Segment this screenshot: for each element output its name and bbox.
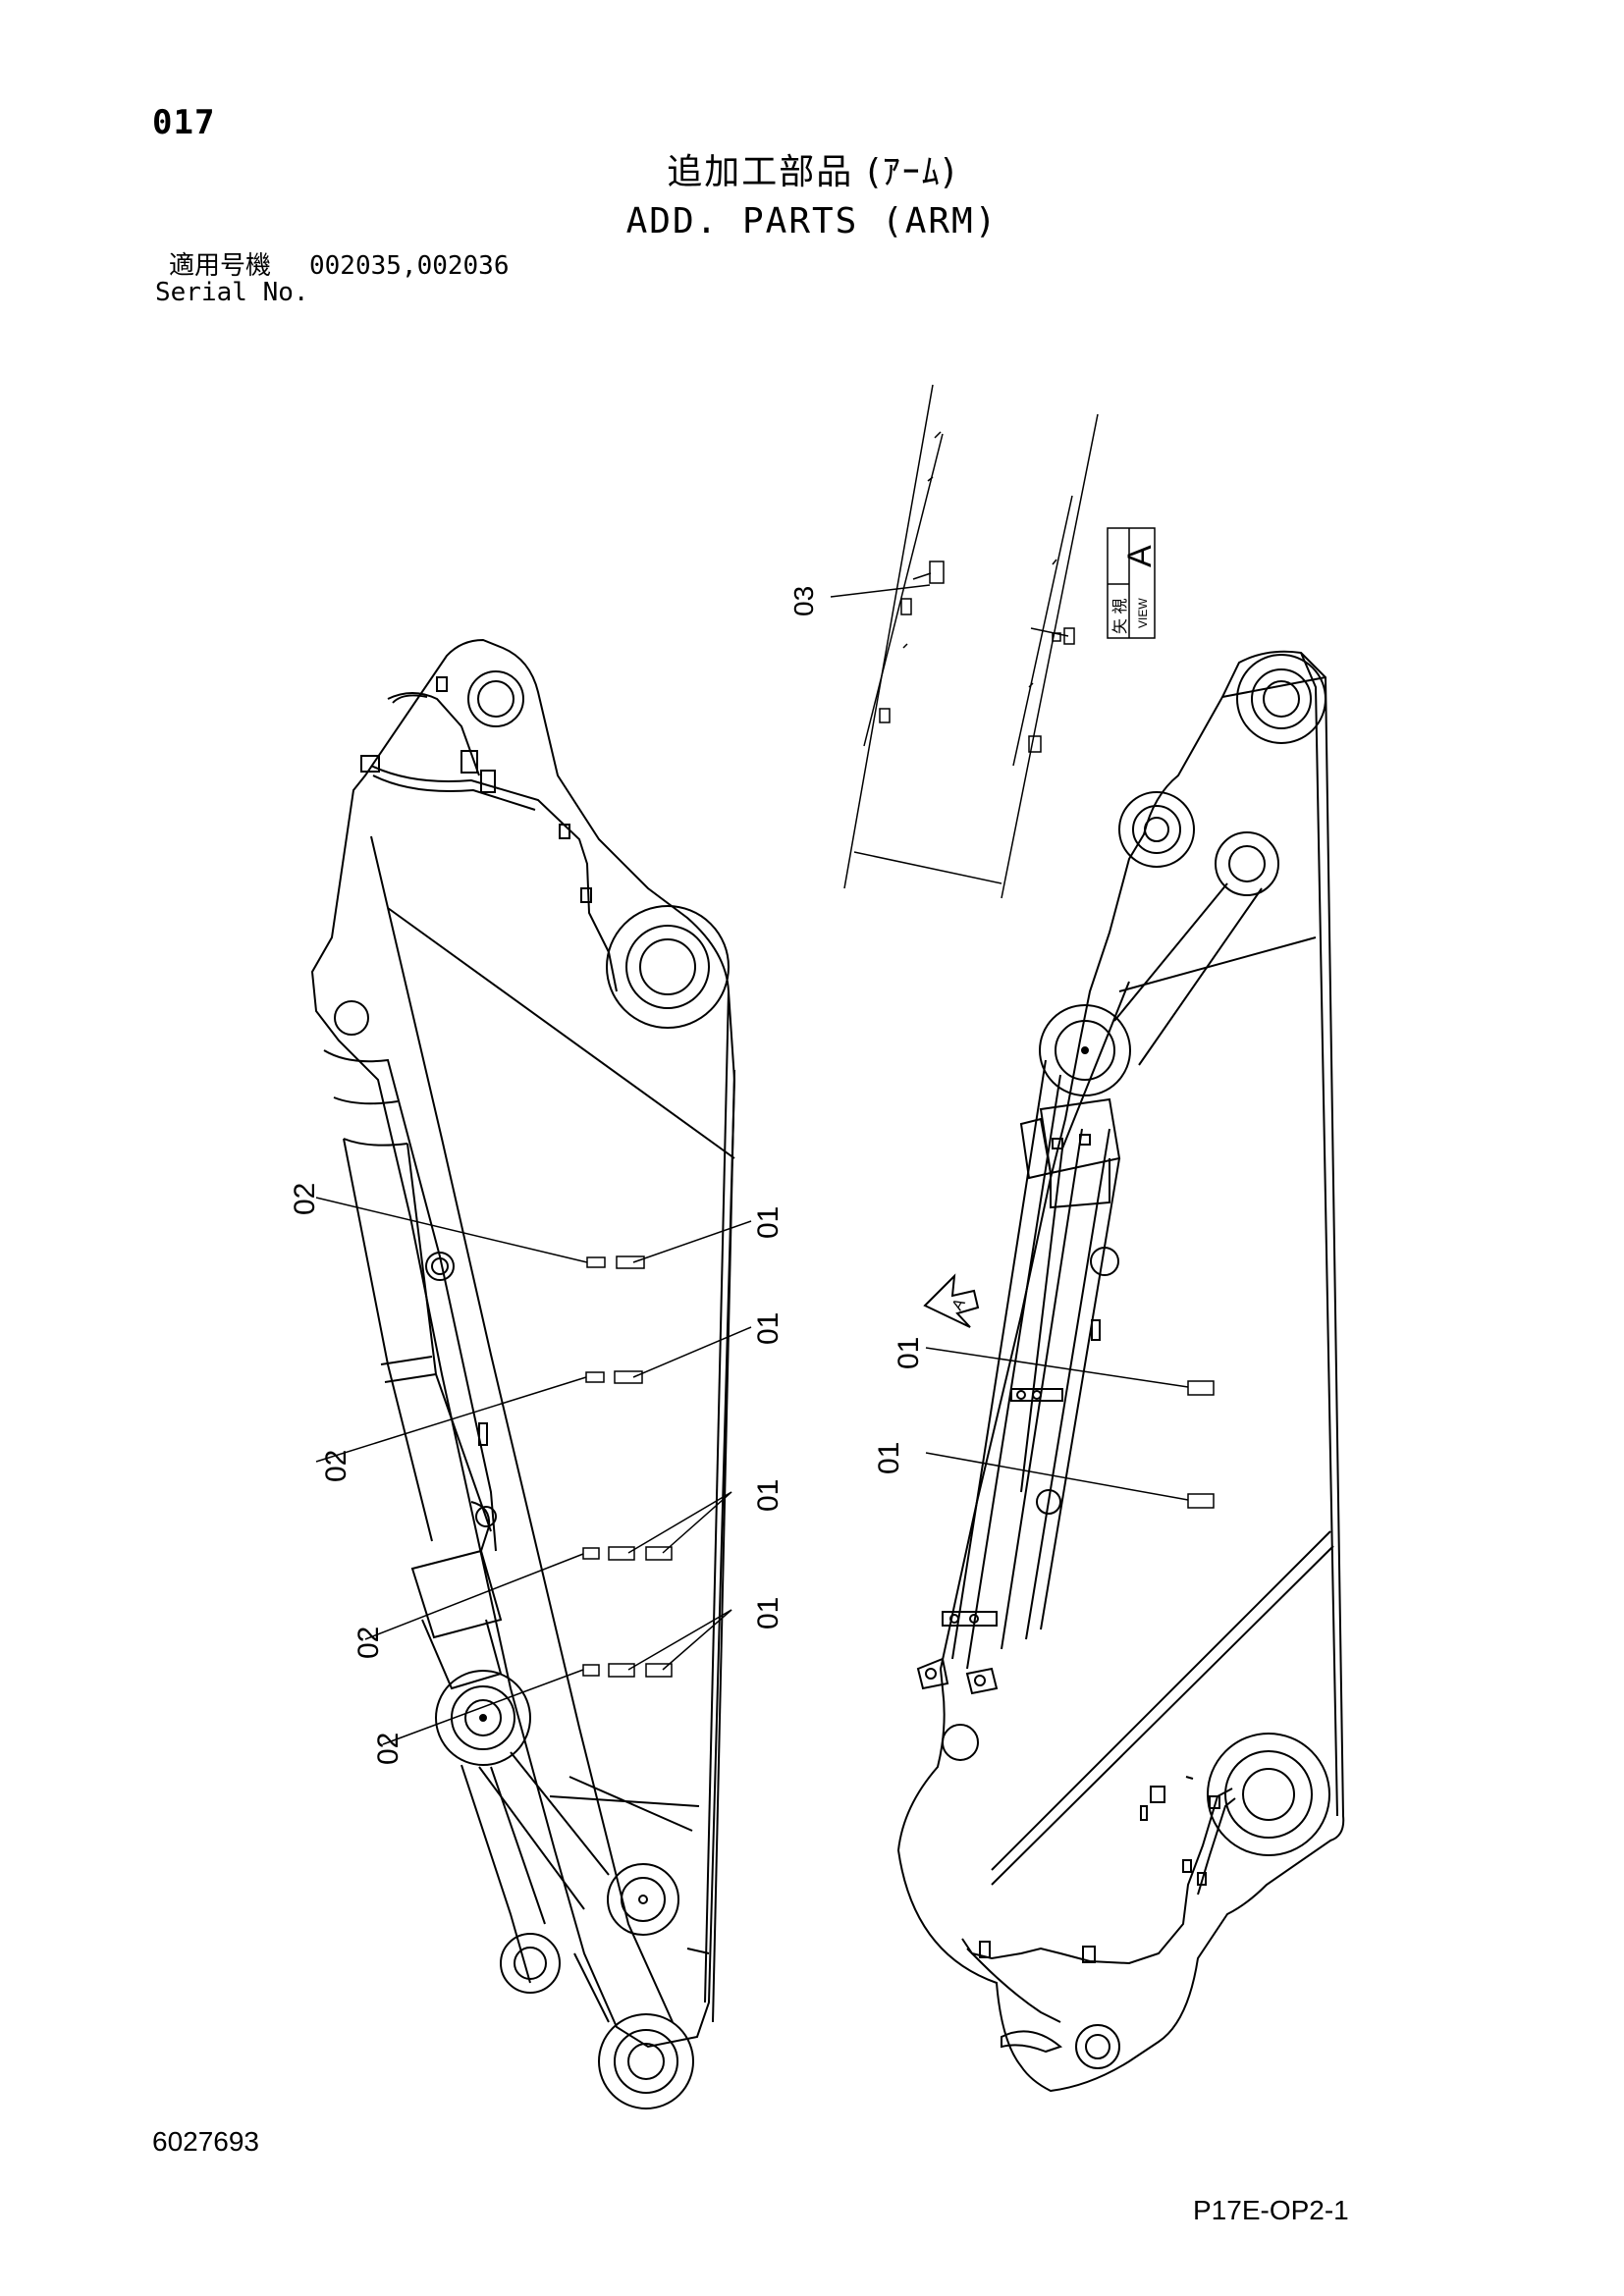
callout-02-b: 02: [320, 1450, 352, 1482]
left-arm-leader-lines: [315, 1197, 752, 1745]
view-a-detail: [830, 384, 1156, 899]
left-arm-callouts: 02 01 02 01 02 01 02 01: [289, 1183, 785, 1765]
right-arm-outline: [896, 650, 1345, 2093]
page-number: 017: [152, 103, 216, 142]
callout-01-f: 01: [873, 1442, 905, 1474]
callout-02-c: 02: [352, 1627, 385, 1659]
serial-label-japanese: 適用号機: [169, 251, 272, 281]
callout-01-b: 01: [752, 1312, 785, 1345]
page-title-english: ADD. PARTS (ARM): [625, 201, 999, 241]
right-arm-leader-lines: [925, 1347, 1189, 1501]
view-a-en: VIEW: [1136, 598, 1150, 628]
page-title-japanese: 追加工部品 (ｱｰﾑ): [667, 152, 957, 192]
right-arm-parts: [1187, 1380, 1215, 1509]
callout-02-d: 02: [372, 1733, 405, 1765]
document-number: 6027693: [152, 2126, 260, 2157]
view-a-labels: 03 A 矢 視 VIEW: [788, 545, 1159, 634]
callout-02-a: 02: [289, 1183, 321, 1215]
callout-01-a: 01: [752, 1206, 785, 1239]
left-arm-parts: [582, 1255, 673, 1678]
callout-03: 03: [788, 586, 819, 616]
view-a-letter: A: [1121, 545, 1159, 567]
right-arm-labels: 01 01 A: [873, 1296, 969, 1474]
callout-01-e: 01: [893, 1337, 925, 1369]
left-arm-outline: [310, 638, 736, 2109]
serial-numbers: 002035,002036: [309, 251, 510, 281]
view-a-jp: 矢 視: [1111, 599, 1129, 634]
callout-01-d: 01: [752, 1597, 785, 1629]
serial-label-english: Serial No.: [155, 278, 309, 307]
callout-01-c: 01: [752, 1479, 785, 1512]
page-code: P17E-OP2-1: [1193, 2195, 1349, 2225]
